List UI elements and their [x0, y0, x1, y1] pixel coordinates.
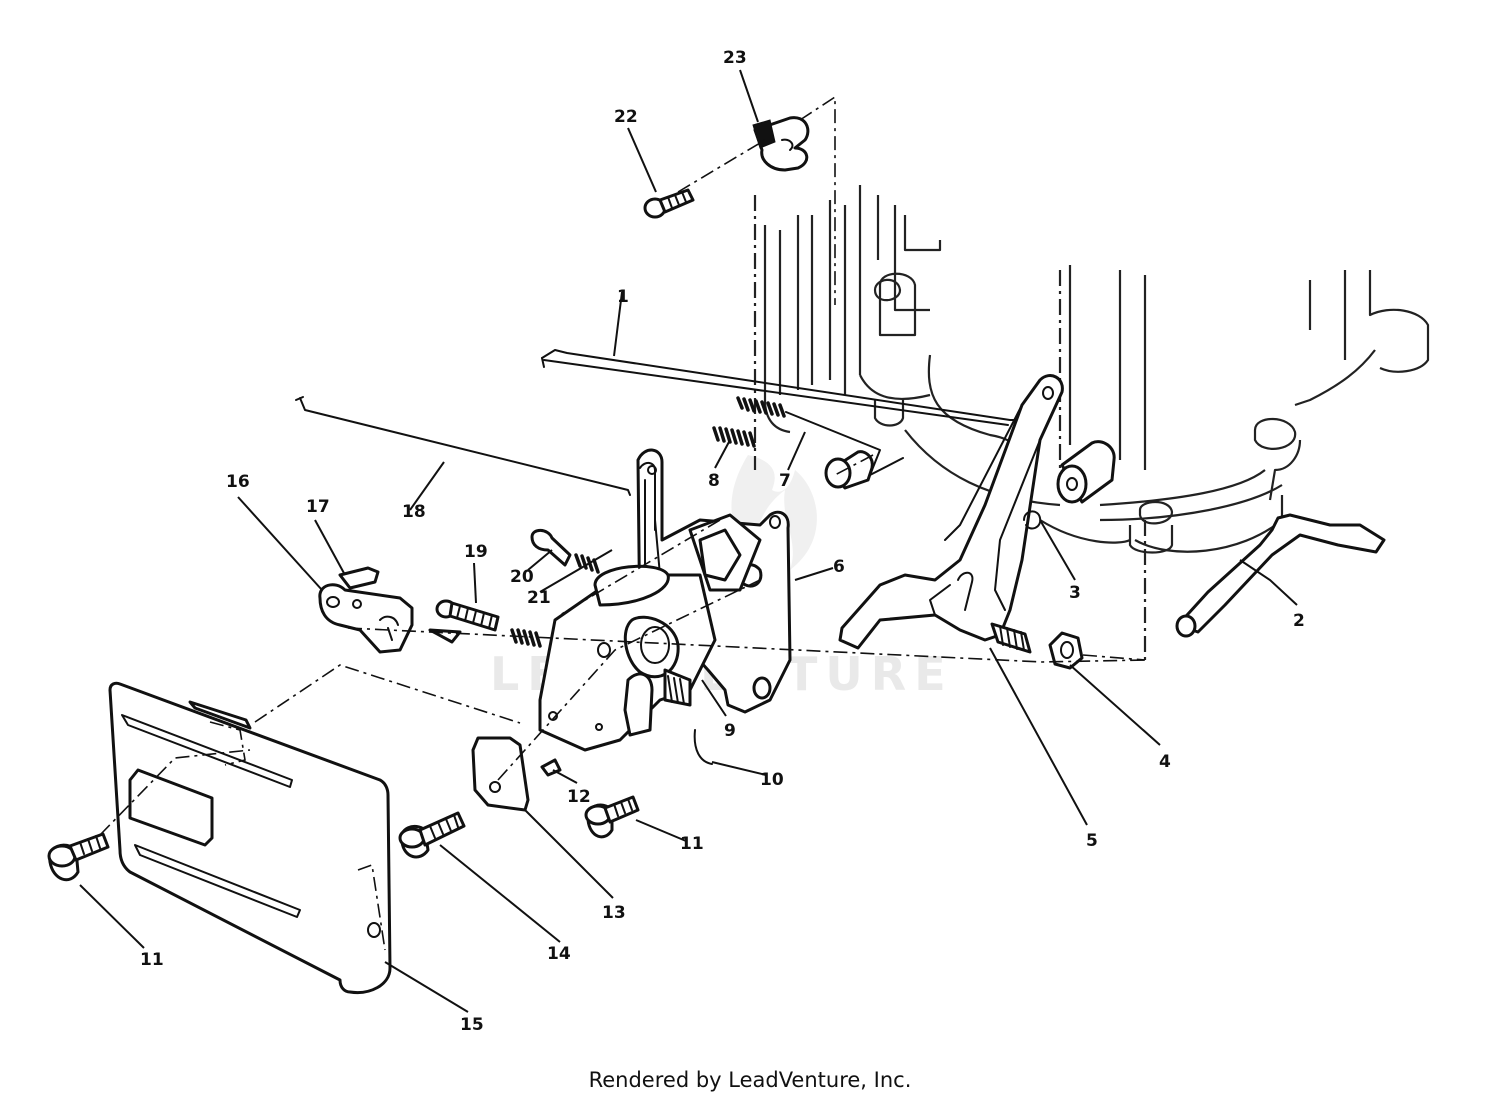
callout-18: 18	[402, 502, 426, 522]
callout-21: 21	[527, 588, 551, 608]
callout-11-left: 11	[140, 950, 164, 970]
callout-12: 12	[567, 787, 591, 807]
engine-block	[753, 185, 1430, 660]
callout-7: 7	[779, 471, 791, 491]
callout-20: 20	[510, 567, 534, 587]
choke-slide-part	[318, 566, 414, 654]
mounting-clip-part	[471, 736, 530, 812]
callout-9: 9	[724, 721, 736, 741]
flange-bolt-right-part	[584, 795, 640, 839]
callouts: 1 2 3 4 5 6 7 8 9 10 11 11 12 13 14 15 1…	[140, 48, 1305, 1035]
flange-bolt-part	[398, 811, 466, 859]
assembly-lines	[99, 95, 1146, 836]
link-clip-part	[1023, 510, 1042, 530]
governor-spring-part	[736, 396, 904, 476]
callout-8: 8	[708, 471, 720, 491]
callout-10: 10	[760, 770, 784, 790]
callout-6: 6	[833, 557, 845, 577]
throttle-lever-part	[838, 374, 1064, 654]
governor-assembly-part	[538, 564, 717, 777]
callout-5: 5	[1086, 831, 1098, 851]
engine-boss-left	[824, 450, 874, 490]
callout-15: 15	[460, 1015, 484, 1035]
callout-3: 3	[1069, 583, 1081, 603]
control-cover-part	[108, 681, 392, 995]
adjust-screw-part	[428, 599, 500, 644]
callout-2: 2	[1293, 611, 1305, 631]
callout-16: 16	[226, 472, 250, 492]
flange-bolt-left-part	[47, 832, 110, 882]
spring-part	[712, 426, 756, 448]
choke-rod-part	[295, 396, 631, 496]
callout-14: 14	[547, 944, 571, 964]
clamp-screw-part	[643, 188, 695, 219]
hex-nut-part	[1048, 631, 1084, 670]
leader-lines	[79, 69, 1298, 1013]
callout-17: 17	[306, 497, 330, 517]
callout-11-right: 11	[680, 834, 704, 854]
callout-1: 1	[617, 287, 629, 307]
callout-19: 19	[464, 542, 488, 562]
callout-13: 13	[602, 903, 626, 923]
callout-23: 23	[723, 48, 747, 68]
footer-credit: Rendered by LeadVenture, Inc.	[588, 1068, 912, 1092]
callout-4: 4	[1159, 752, 1171, 772]
cable-clamp-part	[752, 116, 810, 172]
governor-rod-part	[541, 349, 1031, 426]
bolt-part	[530, 528, 572, 567]
control-handle-part	[1175, 513, 1386, 638]
callout-22: 22	[614, 107, 638, 127]
engine-boss-right	[1056, 440, 1116, 504]
